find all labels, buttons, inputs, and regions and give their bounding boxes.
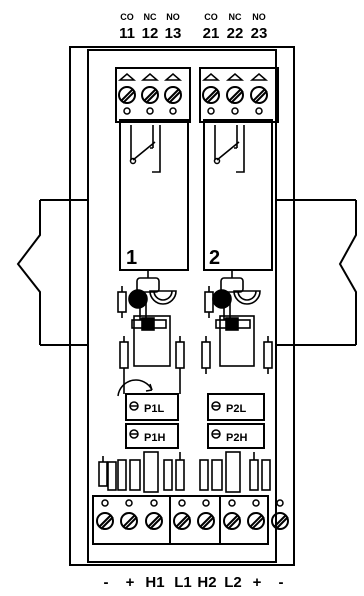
- bottom-terminal-label: +: [253, 574, 262, 591]
- terminal-type-label: CO: [204, 12, 218, 22]
- terminal-type-label: CO: [120, 12, 134, 22]
- housing-outer: [69, 46, 295, 566]
- terminal-block-top-left: [115, 67, 191, 123]
- pot-label-p2l: P2L: [226, 403, 246, 415]
- bottom-terminal-label: +: [126, 574, 135, 591]
- terminal-number-label: 23: [251, 25, 268, 42]
- bottom-terminal-label: -: [279, 574, 284, 591]
- din-rail-right: [276, 199, 357, 346]
- ic-block-left: [133, 315, 171, 367]
- relay-1-contact: [130, 125, 161, 173]
- pot-box-p2h: [207, 423, 265, 449]
- bottom-terminal-label: L2: [224, 574, 242, 591]
- terminal-number-label: 13: [165, 25, 182, 42]
- channel-2-label: 2: [209, 247, 220, 269]
- channel-1-label: 1: [126, 247, 137, 269]
- bottom-terminal-label: H2: [197, 574, 216, 591]
- led-assembly-1: [117, 270, 177, 331]
- trimmer-screws: [117, 379, 221, 439]
- pot-label-p1l: P1L: [144, 403, 164, 415]
- bottom-terminal-label: L1: [174, 574, 192, 591]
- terminal-number-label: 12: [142, 25, 159, 42]
- top-terminal-labels: CO NC NO CO NC NO 11 12 13 21 22 23: [119, 12, 267, 42]
- terminal-type-label: NO: [252, 12, 266, 22]
- bottom-terminal-label: H1: [145, 574, 164, 591]
- terminal-number-label: 11: [119, 25, 135, 42]
- pot-label-p2h: P2H: [226, 432, 247, 444]
- bottom-terminal-labels: - + H1 L1 H2 L2 + -: [104, 574, 284, 591]
- relay-2-contact: [214, 125, 245, 173]
- top-terminal-screws: [117, 73, 269, 115]
- pot-box-p1l: [125, 393, 179, 421]
- bottom-terminal-screws: [96, 499, 289, 530]
- components-lower: [98, 451, 271, 493]
- terminal-type-label: NO: [166, 12, 180, 22]
- terminal-type-label: NC: [144, 12, 157, 22]
- pot-label-p1h: P1H: [144, 432, 165, 444]
- din-rail-left: [16, 199, 88, 346]
- pot-box-p1h: [125, 423, 179, 449]
- terminal-type-label: NC: [229, 12, 242, 22]
- led-assembly-2: [204, 270, 261, 331]
- relay-2-housing: [203, 119, 273, 271]
- terminal-block-bottom: [92, 495, 269, 545]
- terminal-block-top-right: [199, 67, 279, 123]
- bottom-terminal-label: -: [104, 574, 109, 591]
- ic-block-right: [219, 315, 255, 367]
- relay-1-housing: [119, 119, 189, 271]
- housing-inner: [87, 49, 277, 563]
- terminal-number-label: 21: [203, 25, 220, 42]
- terminal-number-label: 22: [227, 25, 244, 42]
- pot-box-p2l: [207, 393, 265, 421]
- resistors-mid: [119, 336, 273, 394]
